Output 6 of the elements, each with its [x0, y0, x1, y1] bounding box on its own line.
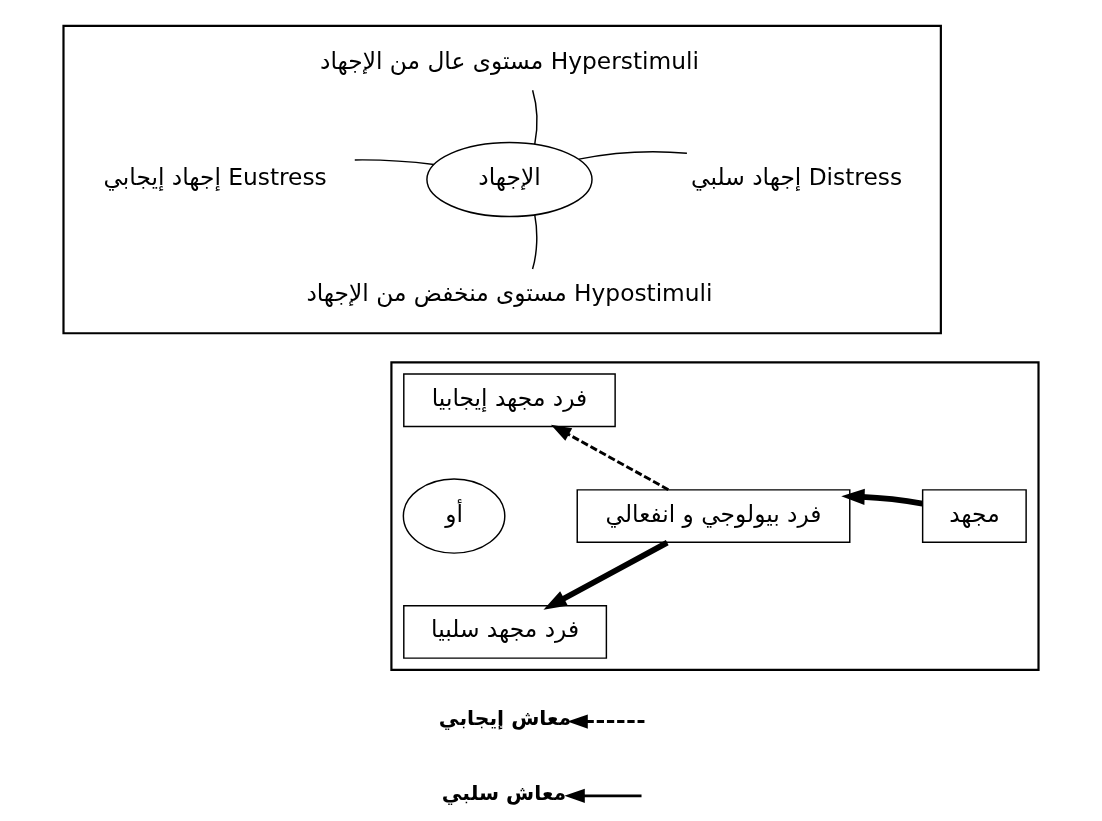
legend-label: معاش إيجابي: [438, 706, 572, 731]
node-text: إجهاد سلبي Distress: [691, 163, 903, 191]
legend-label: معاش سلبي: [441, 780, 567, 805]
node-text: مستوى منخفض من الإجهاد Hypostimuli: [306, 278, 713, 306]
node-text: مستوى عال من الإجهاد Hyperstimuli: [320, 47, 699, 75]
node-text: إجهاد إيجابي Eustress: [103, 163, 327, 191]
